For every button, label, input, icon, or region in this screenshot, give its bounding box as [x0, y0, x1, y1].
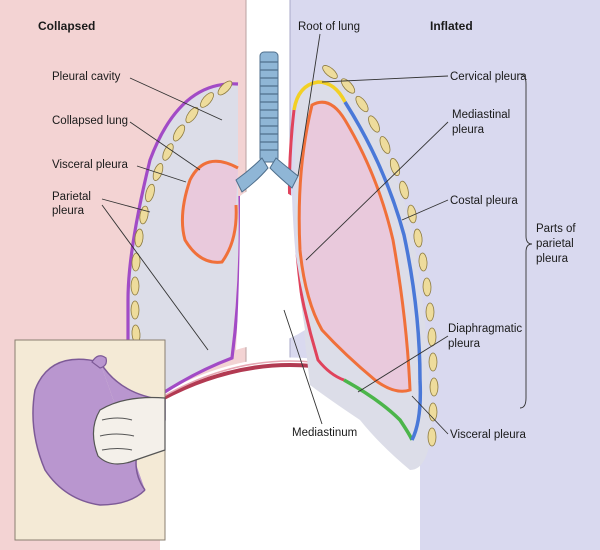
inflated-title: Inflated	[430, 19, 473, 33]
parts-of-parietal-line2: parietal	[536, 238, 574, 250]
parts-of-parietal-line3: pleura	[536, 253, 569, 265]
costodiaphragmatic-recess	[410, 379, 423, 441]
parietal-pleura-label-line2: pleura	[52, 205, 85, 217]
collapsed-lung-label: Collapsed lung	[52, 115, 128, 127]
parts-of-parietal-line1: Parts of	[536, 223, 576, 235]
left-ribs	[130, 80, 233, 344]
visceral-pleura-right-label: Visceral pleura	[450, 429, 526, 441]
trachea	[235, 51, 299, 193]
diaphragmatic-pleura-label-line1: Diaphragmatic	[448, 323, 522, 335]
pleural-cavity-label: Pleural cavity	[52, 71, 121, 83]
mediastinal-pleura-label-line1: Mediastinal	[452, 109, 510, 121]
collapsed-title: Collapsed	[38, 19, 95, 33]
leader-lines	[101, 33, 533, 435]
left-visceral-pleura	[180, 159, 239, 264]
costal-pleura-label: Costal pleura	[450, 195, 518, 207]
right-visceral-pleura	[297, 100, 412, 393]
parietal-pleura-label-line1: Parietal	[52, 191, 91, 203]
fist-balloon-inset	[14, 339, 166, 541]
cervical-pleura-label: Cervical pleura	[450, 71, 527, 83]
costal-pleura-line	[343, 101, 422, 381]
mediastinum-label: Mediastinum	[292, 427, 357, 439]
collapsed-lung	[182, 162, 238, 263]
right-ribs	[322, 65, 439, 447]
diaphragmatic-pleura-label-line2: pleura	[448, 338, 481, 350]
visceral-pleura-left-label: Visceral pleura	[52, 159, 128, 171]
root-of-lung-label: Root of lung	[298, 21, 360, 33]
mediastinum	[236, 186, 305, 350]
cervical-pleura-line	[292, 80, 347, 111]
mediastinal-pleura-label-line2: pleura	[452, 124, 485, 136]
diaphragmatic-pleura-line	[343, 378, 414, 441]
inflated-lung	[299, 102, 410, 392]
